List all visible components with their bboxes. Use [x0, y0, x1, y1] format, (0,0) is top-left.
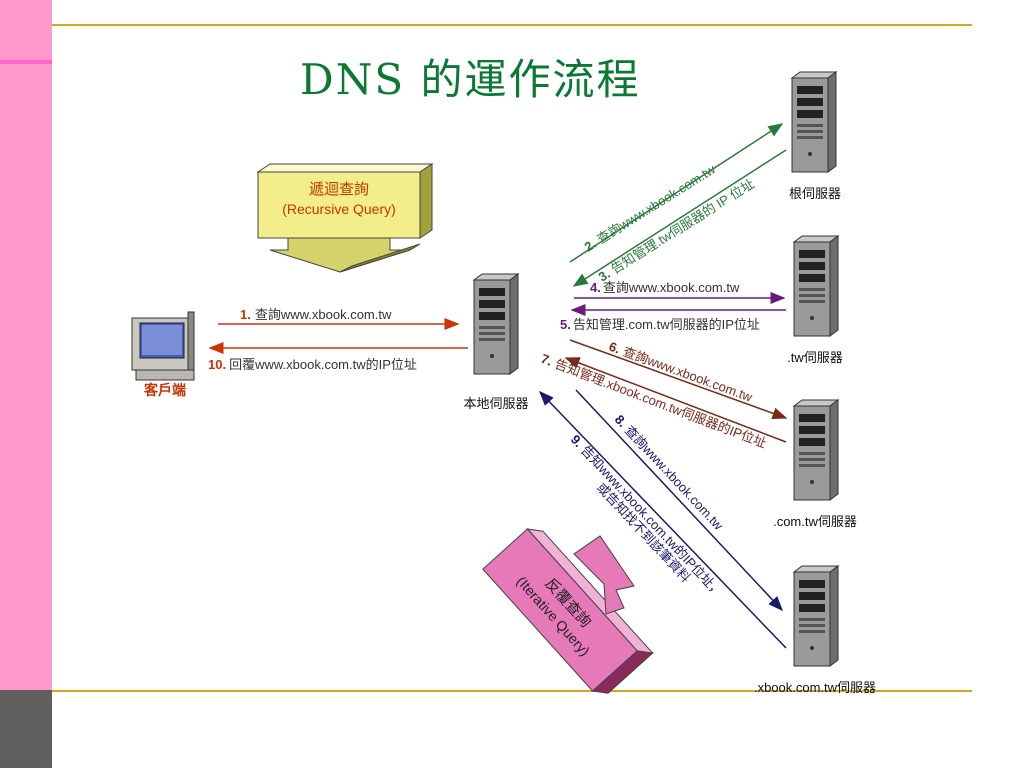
- step-5-text: 告知管理.com.tw伺服器的IP位址: [573, 317, 760, 332]
- local-server-icon: [473, 273, 519, 375]
- arrow-step-3: [572, 149, 787, 287]
- step-5-label: 5.告知管理.com.tw伺服器的IP位址: [560, 317, 760, 332]
- arrow-step-9: [538, 390, 787, 649]
- step-1-num: 1.: [240, 307, 251, 322]
- page-title: DNS 的運作流程: [300, 55, 641, 104]
- xbook-server-icon: [793, 565, 839, 667]
- arrow-step-6: [569, 339, 788, 420]
- step-1-label: 1. 查詢www.xbook.com.tw: [240, 307, 392, 322]
- step-10-label: 10.回覆www.xbook.com.tw的IP位址: [208, 357, 417, 372]
- local-server-label: 本地伺服器: [463, 396, 528, 411]
- step-10-text: 回覆www.xbook.com.tw的IP位址: [229, 357, 417, 372]
- xbook-server-label: .xbook.com.tw伺服器: [754, 680, 876, 695]
- step-4-label: 4.查詢www.xbook.com.tw: [590, 280, 740, 295]
- comtw-server-label: .com.tw伺服器: [773, 514, 857, 529]
- step-4-num: 4.: [590, 280, 601, 295]
- step-10-num: 10.: [208, 357, 226, 372]
- recursive-label-en: (Recursive Query): [282, 201, 396, 217]
- root-server-icon: [791, 71, 837, 173]
- step-5-num: 5.: [560, 317, 571, 332]
- tw-server-icon: [793, 235, 839, 337]
- recursive-label-zh: 遞迴查詢: [309, 181, 369, 198]
- root-server-label: 根伺服器: [789, 186, 841, 201]
- top-rule: [52, 24, 972, 26]
- tw-server-label: .tw伺服器: [787, 350, 843, 365]
- comtw-server-icon: [793, 399, 839, 501]
- step-7-num: 7.: [539, 351, 554, 369]
- arrow-step-7: [564, 357, 787, 443]
- arrow-step-2: [569, 123, 784, 263]
- recursive-query-banner: 遞迴查詢 (Recursive Query): [256, 163, 434, 273]
- arrow-step-8: [575, 389, 784, 612]
- client-computer-icon: [131, 311, 195, 381]
- step-6-num: 6.: [607, 339, 622, 357]
- step-1-text: 查詢www.xbook.com.tw: [255, 307, 392, 322]
- left-accent-bar: [0, 0, 52, 768]
- client-label: 客戶端: [143, 382, 186, 398]
- iterative-query-banner: 反覆查詢 (Iterative Query): [482, 528, 654, 694]
- left-accent-bar-dark: [0, 690, 52, 768]
- bottom-rule: [52, 690, 972, 692]
- step-4-text: 查詢www.xbook.com.tw: [603, 280, 740, 295]
